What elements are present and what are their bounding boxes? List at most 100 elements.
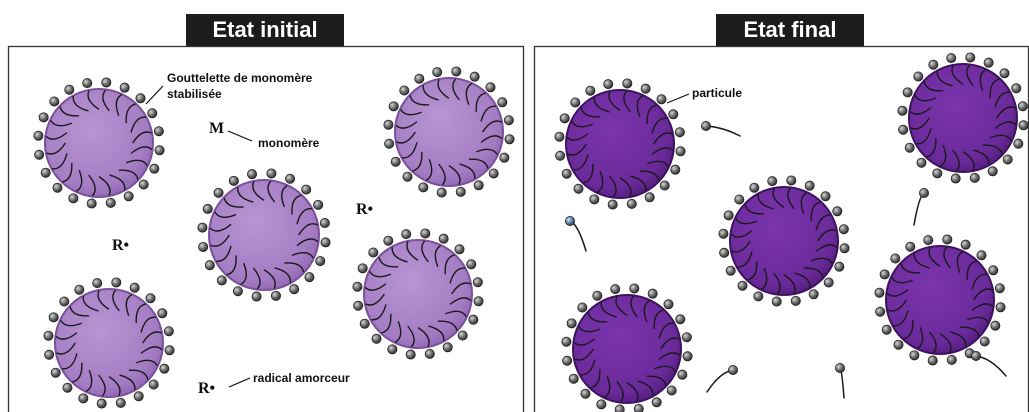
surfactant-head-icon xyxy=(821,192,830,201)
surfactant-head-icon xyxy=(164,327,173,336)
surfactant-head-icon xyxy=(903,88,912,97)
surfactant-head-icon xyxy=(354,301,363,310)
surfactant-head-icon xyxy=(486,83,495,92)
surfactant-head-icon xyxy=(669,110,678,119)
surfactant-head-icon xyxy=(996,303,1005,312)
surfactant-head-icon xyxy=(498,98,507,107)
surfactant-head-icon xyxy=(439,234,448,243)
surfactant-head-icon xyxy=(305,273,314,282)
surfactant-tail xyxy=(976,356,1006,376)
surfactant-head-icon xyxy=(87,199,96,208)
surfactant-head-icon xyxy=(402,230,411,239)
surfactant-head-icon xyxy=(906,242,915,251)
droplet-body xyxy=(45,89,153,197)
surfactant-head-icon xyxy=(158,309,167,318)
monomer-leader-line xyxy=(228,131,252,141)
surfactant-head-icon xyxy=(473,278,482,287)
surfactant-head-icon xyxy=(321,238,330,247)
surfactant-head-icon xyxy=(991,321,1000,330)
surfactant-head-icon xyxy=(648,289,657,298)
surfactant-head-icon xyxy=(455,245,464,254)
monomer-droplet-2 xyxy=(198,169,330,301)
surfactant-head-icon xyxy=(671,165,680,174)
surfactant-head-icon xyxy=(124,192,133,201)
surfactant-head-icon xyxy=(791,296,800,305)
surfactant-head-icon xyxy=(947,54,956,63)
surfactant-head-icon xyxy=(720,248,729,257)
surfactant-head-icon xyxy=(768,177,777,186)
surfactant-head-icon xyxy=(891,254,900,263)
surfactant-head-icon xyxy=(93,279,102,288)
surfactant-head-icon xyxy=(995,284,1004,293)
surfactant-head-icon xyxy=(565,216,574,225)
surfactant-head-icon xyxy=(139,180,148,189)
surfactant-head-icon xyxy=(148,109,157,118)
droplet-leader-line xyxy=(146,86,163,104)
surfactant-head-icon xyxy=(116,398,125,407)
surfactant-head-icon xyxy=(421,229,430,238)
surfactant-head-icon xyxy=(835,262,844,271)
surfactant-head-icon xyxy=(69,194,78,203)
free-surfactant-icon xyxy=(971,351,1006,376)
surfactant-head-icon xyxy=(433,68,442,77)
surfactant-head-icon xyxy=(928,356,937,365)
surfactant-head-icon xyxy=(1019,121,1028,130)
surfactant-head-icon xyxy=(83,79,92,88)
surfactant-head-icon xyxy=(271,291,280,300)
surfactant-head-icon xyxy=(456,187,465,196)
surfactant-head-icon xyxy=(45,350,54,359)
surfactant-head-icon xyxy=(425,349,434,358)
surfactant-head-icon xyxy=(701,121,710,130)
surfactant-head-icon xyxy=(41,168,50,177)
surfactant-head-icon xyxy=(910,351,919,360)
surfactant-head-icon xyxy=(905,143,914,152)
surfactant-head-icon xyxy=(560,114,569,123)
surfactant-head-icon xyxy=(787,176,796,185)
surfactant-head-icon xyxy=(735,195,744,204)
surfactant-head-icon xyxy=(899,125,908,134)
surfactant-head-icon xyxy=(146,294,155,303)
surfactant-head-icon xyxy=(500,153,509,162)
surfactant-head-icon xyxy=(149,380,158,389)
surfactant-head-icon xyxy=(914,72,923,81)
surfactant-head-icon xyxy=(384,120,393,129)
surfactant-head-icon xyxy=(611,285,620,294)
surfactant-head-icon xyxy=(641,84,650,93)
surfactant-head-icon xyxy=(898,106,907,115)
surfactant-head-icon xyxy=(652,398,661,407)
surfactant-head-icon xyxy=(79,394,88,403)
surfactant-head-icon xyxy=(160,364,169,373)
surfactant-head-icon xyxy=(676,315,685,324)
surfactant-head-icon xyxy=(728,365,737,374)
radical-symbol-left: R• xyxy=(112,237,129,254)
surfactant-head-icon xyxy=(63,383,72,392)
polymer-particle-4 xyxy=(875,235,1005,365)
surfactant-head-icon xyxy=(419,183,428,192)
surfactant-head-icon xyxy=(961,240,970,249)
surfactant-tail xyxy=(706,126,740,136)
surfactant-head-icon xyxy=(437,188,446,197)
surfactant-head-icon xyxy=(474,297,483,306)
free-surfactant-icon xyxy=(565,216,586,251)
surfactant-head-icon xyxy=(51,368,60,377)
surfactant-head-icon xyxy=(154,127,163,136)
surfactant-head-icon xyxy=(569,374,578,383)
surfactant-head-icon xyxy=(136,94,145,103)
surfactant-head-icon xyxy=(586,86,595,95)
surfactant-head-icon xyxy=(34,131,43,140)
surfactant-head-icon xyxy=(369,248,378,257)
surfactant-head-icon xyxy=(571,98,580,107)
surfactant-head-icon xyxy=(39,113,48,122)
particle-label: particule xyxy=(692,86,742,100)
surfactant-head-icon xyxy=(389,102,398,111)
surfactant-head-icon xyxy=(316,256,325,265)
surfactant-head-icon xyxy=(627,199,636,208)
surfactant-head-icon xyxy=(358,264,367,273)
particle-body xyxy=(730,187,838,295)
surfactant-head-icon xyxy=(1012,84,1021,93)
surfactant-head-icon xyxy=(882,325,891,334)
droplet-body xyxy=(364,240,472,348)
surfactant-head-icon xyxy=(1014,139,1023,148)
surfactant-head-icon xyxy=(403,172,412,181)
surfactant-head-icon xyxy=(660,181,669,190)
